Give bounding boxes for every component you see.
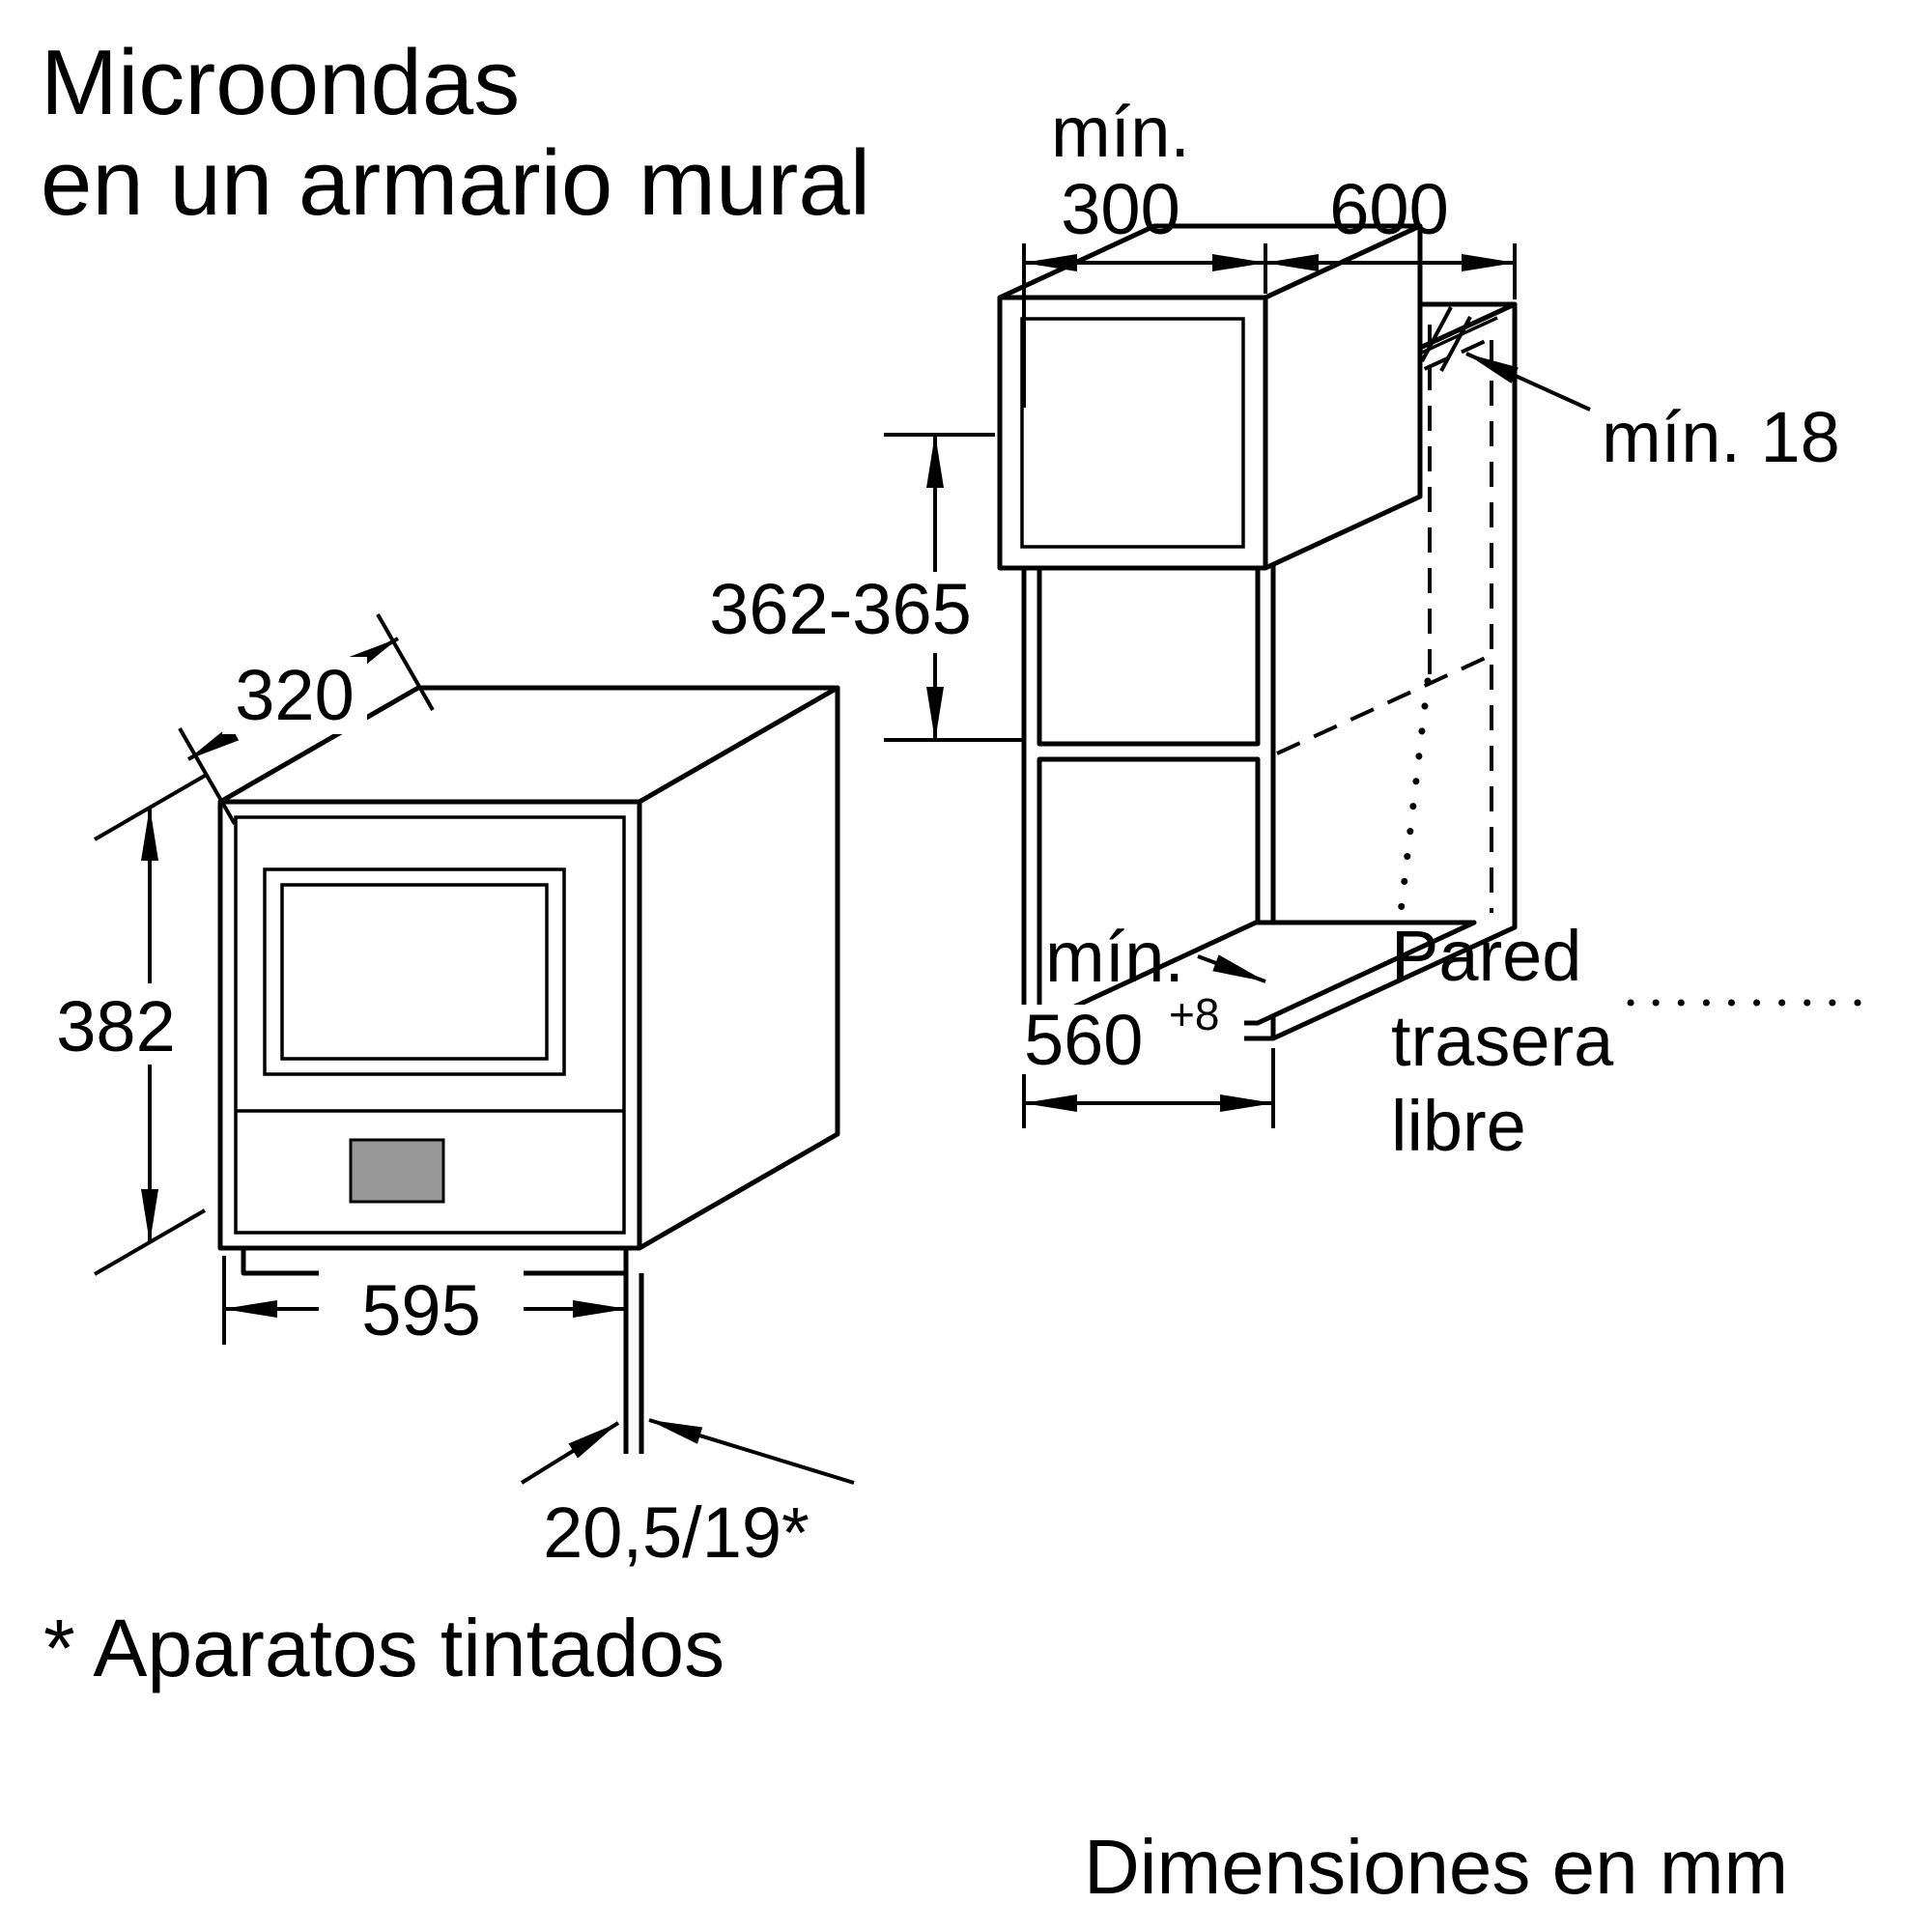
page-title-line2: en un armario mural: [41, 131, 870, 235]
oven-depth-dimension: 320: [178, 613, 435, 825]
niche-width-dimension: mín. 560 +8: [1012, 917, 1275, 1128]
oven-display-panel: [349, 1138, 445, 1204]
label-bg: [671, 572, 1009, 653]
oven-width-dimension: 595: [222, 1256, 627, 1350]
oven-depth-label: 320: [235, 655, 354, 735]
door-thickness-dimension: 20,5/19*: [520, 1418, 855, 1573]
units-note: Dimensiones en mm: [1084, 1824, 1788, 1910]
dotted-leader-vertical: [1395, 677, 1432, 933]
ext-tick: [1439, 316, 1472, 372]
niche-height-label: 362-365: [709, 569, 972, 649]
oven-width-label: 595: [361, 1270, 480, 1350]
oven-window-inner: [280, 883, 549, 1061]
label-bg: [27, 983, 206, 1065]
niche-width-label: 560: [1024, 1000, 1143, 1080]
ext-tick: [1420, 306, 1453, 362]
unit-door-edge: [1020, 317, 1245, 549]
page-title-line1: Microondas: [41, 31, 520, 134]
leader-arrow: [1197, 954, 1266, 983]
min-label-top: mín.: [1051, 92, 1190, 172]
back-wall-callout: Pared trasera libre: [1391, 677, 1886, 1166]
leader-arrow: [648, 1418, 855, 1485]
ext-tick: [376, 613, 435, 711]
oven-isometric-drawing: [217, 685, 840, 1454]
leader-arrow: [520, 1421, 620, 1485]
ext-tick: [178, 727, 237, 825]
cabinet-microwave-unit: [997, 223, 1423, 571]
back-wall-label-line1: Pared: [1391, 916, 1581, 996]
tinted-appliances-footnote: * Aparatos tintados: [43, 1603, 724, 1693]
oven-door-edge: [234, 815, 626, 1235]
oven-height-label: 382: [56, 986, 175, 1066]
niche-width-tolerance: +8: [1169, 989, 1219, 1039]
wall-thickness-dimension: mín. 18: [1420, 306, 1840, 477]
label-bg: [319, 1267, 524, 1350]
oven-height-dimension: 382: [27, 774, 207, 1276]
leader-arrow: [1465, 352, 1591, 412]
niche-height-dimension: 362-365: [671, 433, 1024, 742]
min-label-bottom: mín.: [1045, 917, 1184, 997]
back-wall-label-line2: trasera: [1391, 1001, 1614, 1081]
back-wall-label-line3: libre: [1391, 1086, 1526, 1166]
wall-thickness-label: mín. 18: [1602, 397, 1840, 477]
label-bg: [222, 657, 367, 734]
unit-front-face: [997, 295, 1268, 571]
label-bg: [1012, 1005, 1244, 1074]
cabinet-depth-label: 300: [1061, 169, 1179, 249]
door-thickness-label: 20,5/19*: [543, 1492, 810, 1573]
cabinet-width-label: 600: [1329, 169, 1448, 249]
cabinet-top-dimensions: mín. 300 600: [1022, 92, 1517, 408]
oven-window-outer: [263, 867, 566, 1076]
